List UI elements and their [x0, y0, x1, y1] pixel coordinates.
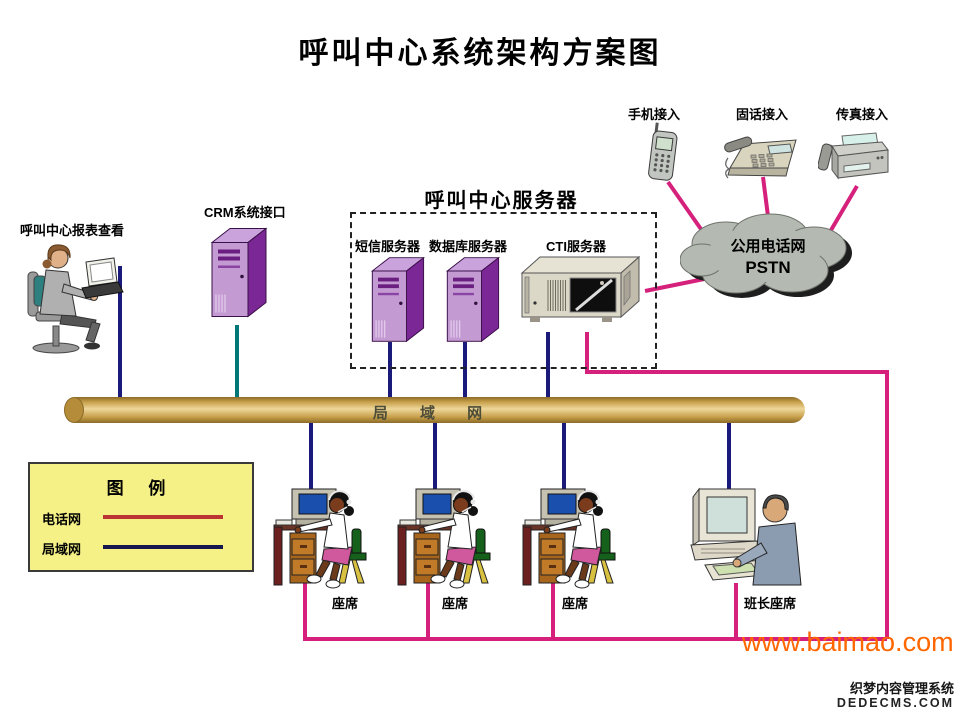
database-server-label: 数据库服务器 [429, 239, 508, 254]
report-station-label: 呼叫中心报表查看 [20, 223, 125, 238]
crm-server-icon [208, 220, 268, 325]
sms-server-icon [368, 252, 426, 347]
agent-workstation-icon [272, 487, 372, 595]
server-group-title: 呼叫中心服务器 [424, 190, 579, 212]
report-viewer-person-icon [22, 236, 127, 358]
fax-machine-icon [818, 128, 892, 188]
cms-domain: DEDECMS.COM [836, 696, 954, 710]
seat-label: 座席 [562, 596, 589, 611]
mobile-phone-icon [644, 122, 688, 186]
cti-server-icon [518, 253, 643, 338]
page-title: 呼叫中心系统架构方案图 [298, 37, 662, 70]
database-server-icon [443, 252, 501, 347]
seat-label: 座席 [442, 596, 469, 611]
supervisor-workstation-icon [687, 485, 807, 590]
legend-lan-label: 局域网 [42, 542, 82, 557]
legend-phone-label: 电话网 [42, 512, 82, 527]
landline-access-label: 固话接入 [736, 107, 789, 122]
lan-bus-bar [64, 397, 805, 423]
cms-branding: 织梦内容管理系统 DEDECMS.COM [836, 681, 954, 711]
agent-workstation-icon [521, 487, 621, 595]
desk-phone-icon [722, 128, 800, 184]
legend-lan-line-swatch [103, 545, 223, 549]
mobile-access-label: 手机接入 [628, 107, 681, 122]
crm-interface-label: CRM系统接口 [204, 205, 286, 220]
legend-title: 图 例 [106, 479, 176, 498]
legend-phone-line-swatch [103, 515, 223, 519]
sms-server-label: 短信服务器 [355, 239, 421, 254]
supervisor-seat-label: 班长座席 [744, 596, 797, 611]
server-group-box [350, 212, 657, 369]
agent-workstation-icon [396, 487, 496, 595]
pstn-cloud-abbr: PSTN [745, 258, 791, 277]
lan-bus-endcap [64, 397, 84, 423]
watermark-text: www.baimao.com [742, 627, 954, 657]
fax-access-label: 传真接入 [836, 107, 889, 122]
seat-label: 座席 [332, 596, 359, 611]
pstn-cloud-name: 公用电话网 [730, 238, 806, 255]
lan-bus-label: 局 域 网 [372, 405, 497, 422]
cti-server-label: CTI服务器 [546, 239, 606, 254]
cms-name: 织梦内容管理系统 [849, 681, 954, 696]
